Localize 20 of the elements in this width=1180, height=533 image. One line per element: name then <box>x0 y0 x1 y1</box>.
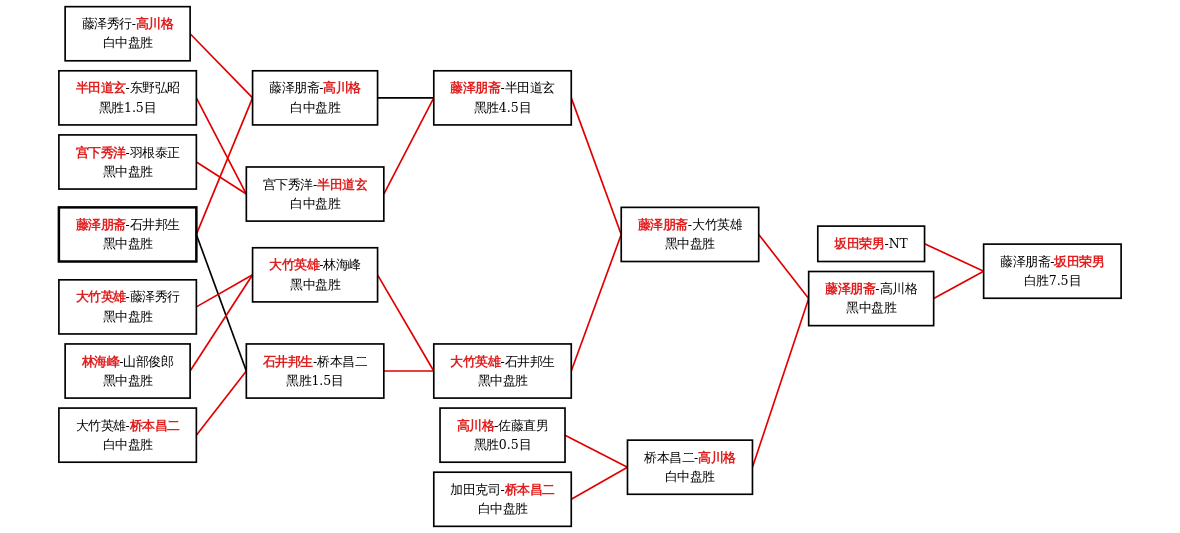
node-box: 林海峰-山部俊郎 黑中盘胜 <box>64 343 191 399</box>
node-box: 宫下秀洋-羽根泰正 黑中盘胜 <box>58 134 198 190</box>
node-box: 藤泽秀行-高川格 白中盘胜 <box>64 5 191 62</box>
node-box: 藤泽朋斋-坂田荣男 白胜7.5目 <box>982 243 1122 300</box>
node-box: 加田克司-桥本昌二 白中盘胜 <box>432 471 573 528</box>
node-box: 大竹英雄-林海峰 黑中盘胜 <box>251 246 379 303</box>
node-box: 藤泽朋斋-石井邦生 黑中盘胜 <box>57 206 198 263</box>
node-box: 藤泽朋斋-高川格 白中盘胜 <box>251 69 379 126</box>
node-box: 藤泽朋斋-高川格 黑中盘胜 <box>807 270 935 327</box>
node-box: 藤泽朋斋-大竹英雄 黑中盘胜 <box>620 206 760 263</box>
node-box: 大竹英雄-藤泽秀行 黑中盘胜 <box>58 279 198 335</box>
node-box: 大竹英雄-石井邦生 黑中盘胜 <box>432 343 573 399</box>
node-box: 桥本昌二-高川格 白中盘胜 <box>626 439 754 496</box>
node-box: 坂田荣男-NT <box>816 225 926 263</box>
node-box: 半田道玄-东野弘昭 黑胜1.5目 <box>58 69 198 126</box>
node-box: 宫下秀洋-半田道玄 白中盘胜 <box>245 166 385 222</box>
node-box: 大竹英雄-桥本昌二 白中盘胜 <box>58 407 198 464</box>
node-box: 石井邦生-桥本昌二 黑胜1.5目 <box>245 343 385 399</box>
node-box: 藤泽朋斋-半田道玄 黑胜4.5目 <box>432 69 573 126</box>
node-box: 高川格-佐藤直男 黑胜0.5目 <box>439 407 566 464</box>
